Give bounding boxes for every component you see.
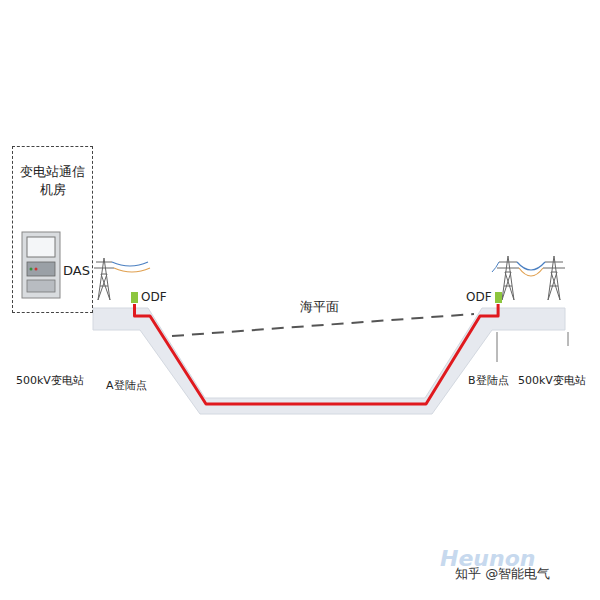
node-text: ODF [141, 290, 167, 304]
seabed-band [93, 308, 565, 414]
transmission-tower [497, 256, 565, 300]
submarine-cable [135, 304, 499, 404]
transmission-tower [94, 258, 114, 300]
station-label: 500kV变电站 [518, 373, 586, 388]
station-label: 500kV变电站 [16, 373, 84, 388]
landing-label: B登陆点 [468, 373, 509, 388]
power-line [517, 262, 545, 270]
sea-level-label: 海平面 [300, 298, 339, 316]
das-device [22, 232, 60, 298]
node-text: 变电站通信机房 [19, 163, 86, 198]
device-name: DAS [63, 263, 90, 278]
sea-level-line [172, 314, 474, 336]
odf-box: ODF [131, 290, 167, 304]
odf-symbol [495, 292, 502, 303]
power-line [519, 268, 543, 276]
odf-symbol [131, 292, 138, 303]
power-line [112, 262, 148, 266]
landing-label: A登陆点 [106, 378, 147, 393]
room-box: 变电站通信机房 [12, 146, 93, 313]
power-line [114, 268, 150, 272]
watermark: 知乎 @智能电气 [455, 565, 550, 583]
bracket [497, 332, 568, 362]
node-text: ODF [466, 290, 492, 304]
power-line [492, 262, 499, 272]
odf-box: ODF [466, 290, 502, 304]
